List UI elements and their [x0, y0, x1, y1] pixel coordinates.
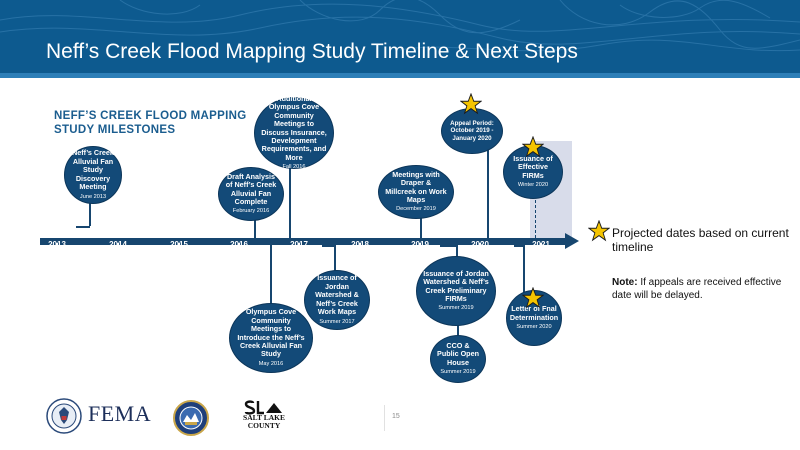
milestone-additional-meetings: Additional Olympus Cove Community Meetin… — [254, 93, 334, 171]
slc-line-2: COUNTY — [247, 421, 281, 430]
year-tick — [178, 243, 180, 248]
milestone-draft-analysis: Draft Analysis of Neff’s Creek Alluvial … — [218, 167, 284, 221]
connector-draper — [420, 218, 422, 238]
salt-lake-county-logo-icon — [244, 400, 282, 415]
milestone-title: Appeal Period: October 2019 - January 20… — [450, 119, 494, 142]
milestone-title: CCO & Public Open House — [437, 340, 479, 367]
header-rule — [0, 73, 800, 78]
milestone-date: May 2016 — [258, 360, 284, 367]
connector-prelim — [456, 245, 458, 260]
year-label-2014: 2014 — [109, 240, 127, 249]
year-label-2020: 2020 — [471, 240, 489, 249]
connector-cco — [457, 322, 459, 338]
footer-divider — [384, 405, 385, 431]
year-label-2013: 2013 — [48, 240, 66, 249]
note-label: Note: — [612, 277, 638, 288]
year-tick — [359, 243, 361, 248]
page-title: Neff’s Creek Flood Mapping Study Timelin… — [46, 40, 578, 63]
milestone-effective-firms: Issuance of Effective FIRMs Winter 2020 — [503, 145, 563, 199]
star-icon — [522, 136, 544, 158]
milestone-preliminary-firms: Issuance of Jordan Watershed & Neff’s Cr… — [416, 256, 496, 326]
milestone-work-maps: Issuance of Jordan Watershed & Neff’s Cr… — [304, 270, 370, 330]
milestone-date: Summer 2019 — [440, 369, 476, 376]
connector-olympus — [270, 245, 272, 310]
year-label-2017: 2017 — [290, 240, 308, 249]
milestone-title: Issuance of Jordan Watershed & Neff’s Cr… — [423, 268, 489, 303]
milestone-date: Summer 2017 — [319, 318, 355, 325]
milestone-appeal-period: Appeal Period: October 2019 - January 20… — [441, 108, 503, 154]
milestone-olympus-meetings: Olympus Cove Community Meetings to Intro… — [229, 303, 313, 373]
milestone-date: December 2019 — [396, 206, 436, 213]
connector-discovery-h — [76, 226, 90, 228]
milestone-title: Letter of Fnal Determination — [509, 304, 559, 322]
timeline-bar — [40, 238, 567, 245]
connector-workmaps-h — [322, 245, 335, 247]
year-label-2019: 2019 — [411, 240, 429, 249]
milestone-title: Neff’s Creek Alluvial Fan Study Discover… — [72, 148, 114, 192]
milestone-date: Winter 2020 — [517, 182, 549, 189]
dhs-seal-icon — [46, 398, 82, 434]
slc-line-1: SALT LAKE — [243, 413, 285, 422]
connector-lfd-h — [514, 245, 524, 247]
connector-appeal — [487, 150, 489, 238]
topographic-pattern — [0, 0, 800, 52]
connector-lfd — [523, 245, 525, 293]
year-label-2021: 2021 — [532, 240, 550, 249]
connector-draft — [254, 212, 256, 238]
milestone-title: Meetings with Draper & Millcreek on Work… — [385, 169, 447, 204]
connector-effective — [535, 195, 537, 238]
milestone-title: Issuance of Effective FIRMs — [513, 153, 553, 180]
milestones-heading: NEFF’S CREEK FLOOD MAPPING STUDY MILESTO… — [54, 110, 247, 136]
salt-lake-county-text: SALT LAKE COUNTY — [241, 414, 287, 430]
connector-additional — [289, 168, 291, 238]
connector-prelim-h — [440, 245, 457, 247]
year-label-2015: 2015 — [170, 240, 188, 249]
milestone-title: Additional Olympus Cove Community Meetin… — [261, 93, 327, 162]
milestone-date: Fall 2016 — [282, 164, 306, 171]
note-text: If appeals are received effective date w… — [612, 277, 782, 301]
county-seal-icon — [173, 400, 209, 436]
year-tick — [419, 243, 421, 248]
year-tick — [56, 243, 58, 248]
timeline-arrowhead — [565, 233, 579, 249]
page-number: 15 — [392, 413, 400, 420]
fema-logo-text: FEMA — [88, 401, 152, 426]
year-tick — [238, 243, 240, 248]
year-label-2018: 2018 — [351, 240, 369, 249]
connector-workmaps — [334, 245, 336, 273]
milestone-date: Summer 2019 — [438, 305, 474, 312]
milestone-date: February 2016 — [232, 208, 270, 215]
milestone-cco-open-house: CCO & Public Open House Summer 2019 — [430, 335, 486, 383]
milestone-title: Issuance of Jordan Watershed & Neff’s Cr… — [315, 273, 359, 317]
milestone-draper-millcreek: Meetings with Draper & Millcreek on Work… — [378, 165, 454, 219]
year-tick — [298, 243, 300, 248]
year-tick — [479, 243, 481, 248]
slide-header: Neff’s Creek Flood Mapping Study Timelin… — [0, 0, 800, 78]
star-icon — [588, 220, 610, 242]
connector-discovery — [89, 200, 91, 226]
year-label-2016: 2016 — [230, 240, 248, 249]
milestone-date: June 2013 — [79, 193, 107, 200]
year-tick — [117, 243, 119, 248]
milestone-discovery-meeting: Neff’s Creek Alluvial Fan Study Discover… — [64, 146, 122, 204]
milestone-date: Summer 2020 — [516, 323, 552, 330]
note: Note: If appeals are received effective … — [612, 276, 792, 302]
star-icon — [460, 93, 482, 115]
milestone-title: Draft Analysis of Neff’s Creek Alluvial … — [225, 171, 277, 206]
year-tick — [540, 243, 542, 248]
star-icon — [522, 287, 544, 309]
legend-text: Projected dates based on current timelin… — [612, 226, 789, 254]
milestone-title: Olympus Cove Community Meetings to Intro… — [237, 307, 305, 359]
